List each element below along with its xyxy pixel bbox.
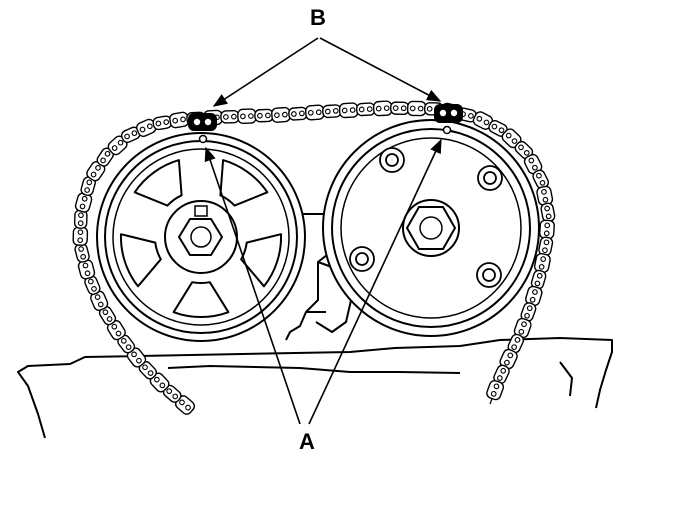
chain-link: [322, 104, 342, 119]
chain-link: [107, 135, 128, 156]
chain-link: [126, 347, 147, 368]
spoke-hole: [240, 233, 283, 288]
right-cam-sprocket: [322, 119, 540, 337]
chain-link: [540, 202, 556, 223]
chain-link: [288, 106, 308, 121]
chain-link: [304, 104, 325, 121]
right-sprocket-bolt: [405, 206, 457, 250]
callout-label-a: A: [299, 429, 315, 454]
chain-link: [98, 305, 117, 326]
chain-link: [74, 243, 90, 263]
right-sprocket-punch-mark: [442, 125, 452, 135]
chain-link: [338, 102, 359, 119]
arrow-b-right: [319, 37, 442, 102]
arrow-b-left: [212, 37, 319, 107]
chain-link: [237, 108, 257, 125]
chain-link: [520, 302, 537, 322]
timing-chain: [72, 100, 556, 415]
chain-link: [220, 109, 240, 124]
chain-link: [72, 226, 89, 246]
spoke-hole: [172, 281, 230, 319]
chain-link: [117, 334, 136, 354]
chain-link: [514, 140, 534, 160]
chain-link: [406, 100, 427, 117]
chain-link: [152, 115, 173, 131]
right-colored-link: [434, 104, 463, 123]
chain-link: [86, 161, 106, 182]
chain-link: [174, 395, 196, 415]
chain-link: [120, 126, 141, 144]
chain-link: [539, 219, 555, 240]
chain-link: [271, 106, 291, 123]
spoke-hole: [133, 159, 183, 207]
left-colored-link: [188, 113, 217, 131]
chain-link: [73, 209, 88, 229]
callout-label-b: B: [310, 5, 326, 30]
arrow-a-left: [204, 146, 301, 425]
chain-link: [486, 379, 505, 401]
sprocket-spoke-holes: [119, 159, 283, 319]
chain-link: [254, 108, 274, 123]
chain-link: [530, 269, 547, 290]
chain-link: [389, 101, 410, 115]
arrow-a-right: [308, 138, 442, 425]
left-sprocket-bolt: [177, 218, 224, 256]
spoke-hole: [119, 233, 162, 288]
chain-link: [523, 153, 543, 175]
left-sprocket-punch-mark: [198, 134, 208, 144]
chain-link: [507, 333, 525, 354]
chain-link: [355, 102, 376, 117]
spoke-hole: [219, 159, 269, 207]
chain-link: [488, 119, 508, 137]
chain-link: [536, 185, 554, 206]
sprocket-bolt-holes: [349, 147, 503, 288]
chain-link: [136, 118, 157, 138]
left-cam-sprocket: [96, 132, 306, 342]
callout-arrows: [204, 37, 442, 425]
chain-link: [80, 176, 96, 197]
chain-link: [372, 100, 393, 117]
chain-link: [169, 111, 190, 129]
